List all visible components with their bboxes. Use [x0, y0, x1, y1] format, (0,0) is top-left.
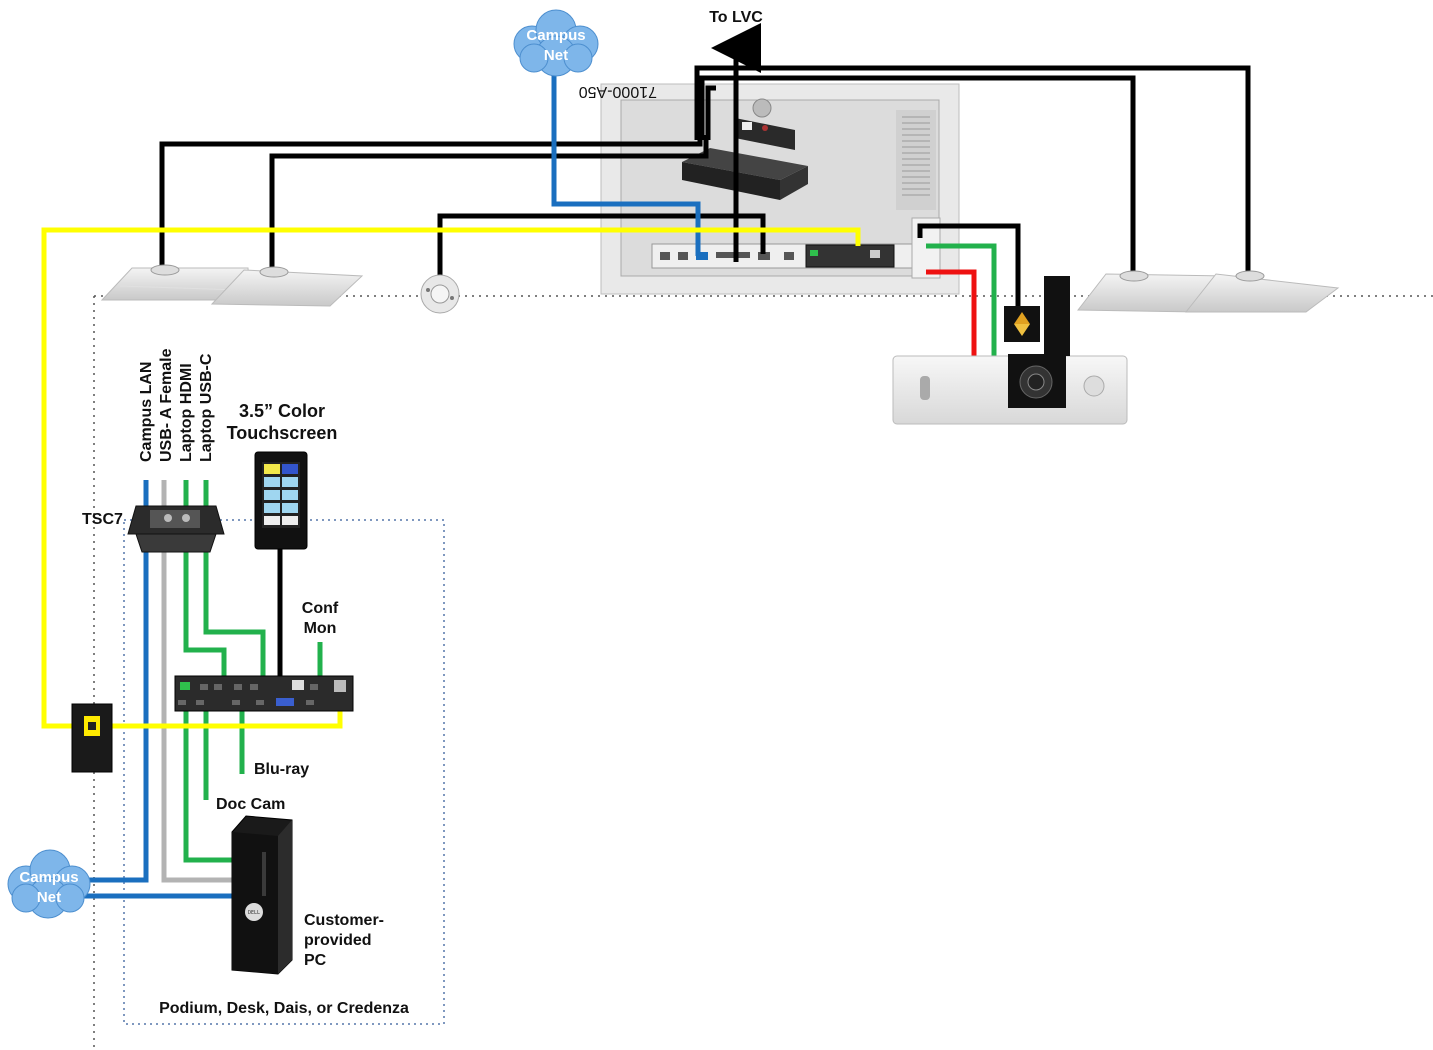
hdmi-cables — [183, 243, 997, 863]
occupancy-sensor-icon — [420, 274, 460, 314]
cloud-icon: Campus Net — [7, 849, 91, 919]
campus-net-top-label-1: Campus — [526, 27, 585, 44]
to-lvc-label: To LVC — [709, 9, 763, 26]
usb-cables — [161, 480, 232, 883]
switcher-icon — [174, 675, 354, 712]
podium-boundary — [123, 519, 445, 1025]
pc-label-2: provided — [304, 932, 372, 949]
rack-hdbaset-receiver — [805, 244, 895, 268]
campus-net-bottom-label-2: Net — [37, 889, 61, 906]
podium-label: Podium, Desk, Dais, or Credenza — [159, 1000, 409, 1017]
touchscreen-label-1: 3.5” Color — [239, 401, 325, 421]
equipment-rack: 71000-A50 — [579, 83, 960, 295]
tsc7-label: TSC7 — [82, 511, 123, 528]
input-label-laptop-hdmi: Laptop HDMI — [178, 363, 195, 462]
power-cables — [926, 269, 977, 356]
input-label-campus-lan: Campus LAN — [138, 362, 155, 462]
cloud-icon: Campus Net — [513, 9, 599, 77]
input-label-usb-a: USB- A Female — [158, 348, 175, 462]
pc-tower-icon: DELL — [231, 815, 293, 975]
conf-mon-label-1: Conf — [302, 600, 339, 617]
ceiling-speaker-icon — [210, 266, 364, 307]
pc-label-1: Customer- — [304, 912, 384, 929]
touchscreen-label-2: Touchscreen — [227, 423, 338, 443]
projector-icon — [892, 276, 1128, 425]
pc-label-3: PC — [304, 952, 327, 969]
wall-plate-icon — [71, 703, 113, 773]
hdbaset-cables — [41, 227, 861, 729]
rack-code: 71000-A50 — [579, 83, 657, 100]
pc-brand: DELL — [248, 910, 260, 916]
network-endpoint-box — [682, 118, 808, 200]
campus-net-top-label-2: Net — [544, 47, 568, 64]
conf-mon-label-2: Mon — [304, 620, 337, 637]
table-connectivity-box — [127, 505, 225, 553]
ceiling-speaker-icon — [100, 264, 251, 301]
control-cables — [159, 23, 1251, 680]
touchscreen-icon — [254, 451, 308, 550]
ceiling-speaker-icon — [1184, 270, 1340, 313]
input-label-laptop-usbc: Laptop USB-C — [198, 353, 215, 462]
doc-cam-label: Doc Cam — [216, 796, 285, 813]
bluray-label: Blu-ray — [254, 761, 309, 778]
campus-net-bottom-label-1: Campus — [19, 869, 78, 886]
